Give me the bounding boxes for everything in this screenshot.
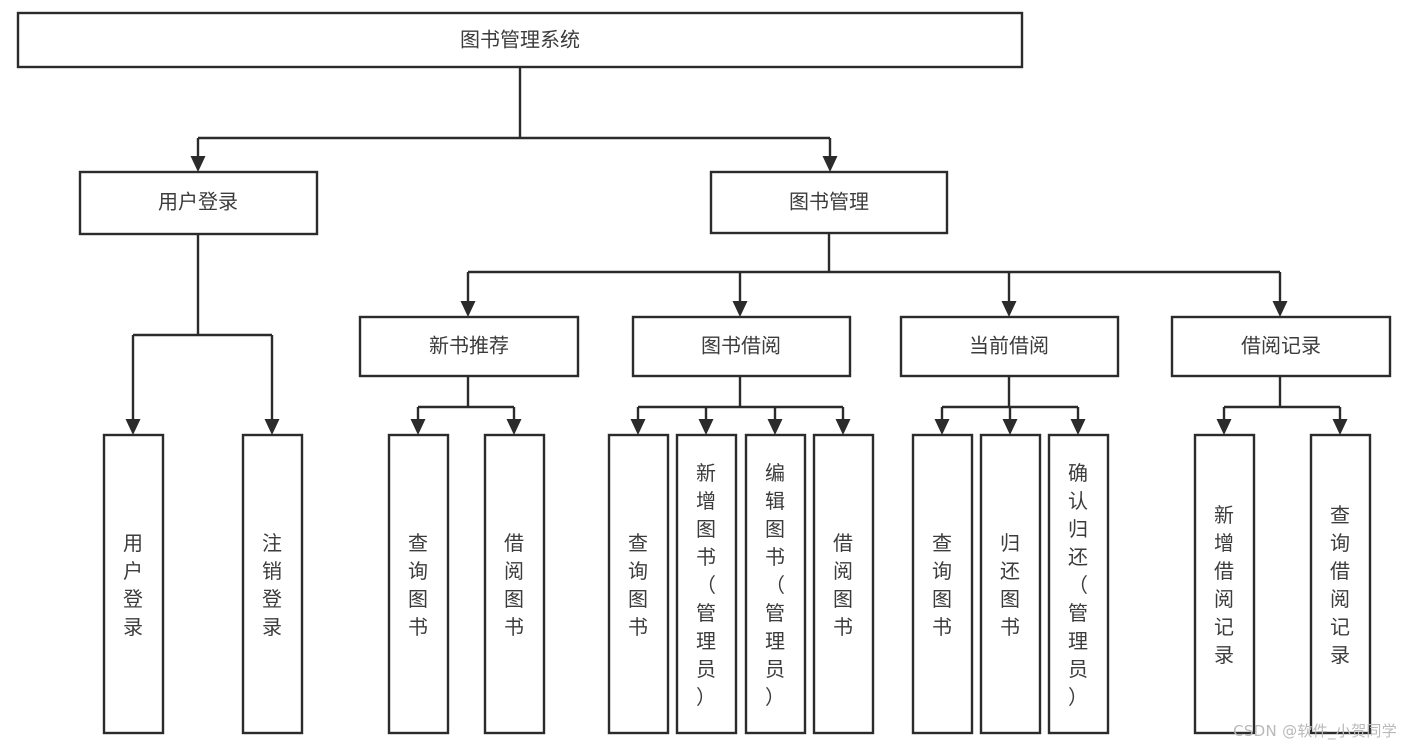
node-leaf-query-book-borrow[interactable]: 查询图书 — [607, 433, 670, 735]
node-leaf-query-book-new[interactable]: 查询图书 — [387, 433, 450, 735]
node-leaf-user-login[interactable]: 用户登录 — [102, 433, 165, 735]
node-leaf-query-book-borrow-label: 查询图书 — [628, 531, 648, 639]
node-book-management[interactable]: 图书管理 — [709, 170, 949, 235]
connector-newbook-to-leaves — [410, 376, 522, 435]
node-leaf-borrow-book-new-label: 借阅图书 — [504, 531, 524, 639]
node-user-login[interactable]: 用户登录 — [78, 170, 319, 236]
node-leaf-borrow-book-new[interactable]: 借阅图书 — [483, 433, 546, 735]
node-leaf-return-book[interactable]: 归还图书 — [979, 433, 1042, 735]
node-leaf-query-borrow-record-label: 查询借阅记录 — [1330, 503, 1350, 667]
node-current-borrow-label: 当前借阅 — [969, 334, 1049, 358]
node-user-login-label: 用户登录 — [158, 190, 238, 214]
node-leaf-query-book-current-label: 查询图书 — [932, 531, 952, 639]
node-leaf-user-logout[interactable]: 注销登录 — [241, 433, 304, 735]
node-leaf-edit-book-admin-label: 编辑图书（管理员） — [765, 461, 785, 709]
node-leaf-return-book-label: 归还图书 — [1000, 531, 1020, 639]
node-book-management-label: 图书管理 — [789, 190, 869, 214]
node-root-label: 图书管理系统 — [460, 28, 580, 52]
node-leaf-add-borrow-record[interactable]: 新增借阅记录 — [1193, 433, 1256, 735]
connector-layer — [125, 67, 1348, 435]
node-leaf-confirm-return-admin[interactable]: 确认归还（管理员） — [1047, 433, 1110, 735]
node-leaf-user-logout-label: 注销登录 — [262, 531, 282, 639]
node-leaf-query-book-new-label: 查询图书 — [408, 531, 428, 639]
node-leaf-add-book-admin[interactable]: 新增图书（管理员） — [675, 433, 738, 735]
node-new-book-recommend[interactable]: 新书推荐 — [358, 315, 580, 378]
node-new-book-recommend-label: 新书推荐 — [429, 334, 509, 358]
node-leaf-borrow-book[interactable]: 借阅图书 — [812, 433, 875, 735]
connector-currentborrow-to-leaves — [934, 376, 1086, 435]
connector-borrowrecord-to-leaves — [1216, 376, 1348, 435]
node-current-borrow[interactable]: 当前借阅 — [899, 315, 1120, 378]
node-leaf-user-login-label: 用户登录 — [123, 531, 143, 639]
node-leaf-borrow-book-label: 借阅图书 — [833, 531, 853, 639]
node-leaf-query-book-current[interactable]: 查询图书 — [911, 433, 974, 735]
node-leaf-edit-book-admin[interactable]: 编辑图书（管理员） — [744, 433, 807, 735]
connector-root-to-level1 — [190, 67, 838, 172]
node-borrow-record-label: 借阅记录 — [1241, 334, 1321, 358]
node-borrow-record[interactable]: 借阅记录 — [1170, 315, 1392, 378]
node-leaf-add-book-admin-label: 新增图书（管理员） — [696, 461, 716, 709]
connector-bookmanagement-to-level2 — [460, 233, 1288, 317]
node-root[interactable]: 图书管理系统 — [16, 11, 1024, 69]
connector-userlogin-to-leaves — [125, 234, 280, 435]
node-leaf-confirm-return-admin-label: 确认归还（管理员） — [1068, 461, 1088, 709]
node-leaf-query-borrow-record[interactable]: 查询借阅记录 — [1309, 433, 1372, 735]
node-book-borrow-label: 图书借阅 — [701, 334, 781, 358]
connector-bookborrow-to-leaves — [630, 376, 851, 435]
node-leaf-add-borrow-record-label: 新增借阅记录 — [1214, 503, 1234, 667]
node-book-borrow[interactable]: 图书借阅 — [631, 315, 852, 378]
